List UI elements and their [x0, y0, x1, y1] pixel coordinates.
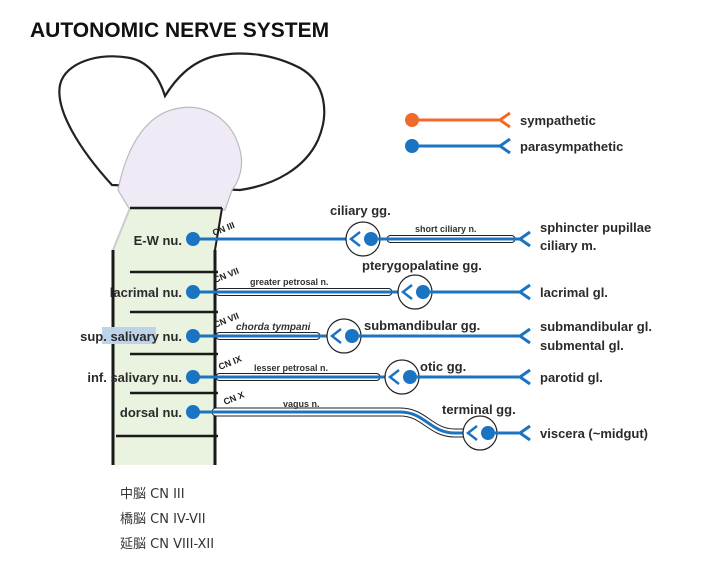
nucleus-ew-label: E-W nu. — [134, 233, 182, 248]
terminal-synapse-fork — [465, 425, 478, 441]
pathway-lacrimal-pterygopalatine: lacrimal nu. CN VII greater petrosal n. … — [110, 258, 608, 310]
legend-sympathetic-label: sympathetic — [520, 113, 596, 128]
cn10-label: CN X — [222, 390, 246, 407]
cn9-label: CN IX — [217, 354, 243, 372]
pterygopalatine-synapse-fork — [400, 284, 413, 300]
nerve-greater-petrosal-label: greater petrosal n. — [250, 277, 329, 287]
target-fork-lacrimal — [517, 283, 531, 301]
nucleus-dorsal-label: dorsal nu. — [120, 405, 182, 420]
target-sphincter-line1: sphincter pupillae — [540, 220, 651, 235]
legend: sympathetic parasympathetic — [405, 111, 623, 155]
pterygopalatine-ganglion-dot — [416, 285, 430, 299]
target-viscera: viscera (~midgut) — [540, 426, 648, 441]
submandibular-ganglion-dot — [345, 329, 359, 343]
nerve-lesser-petrosal-label: lesser petrosal n. — [254, 363, 328, 373]
nerve-vagus-label: vagus n. — [283, 399, 320, 409]
nucleus-lacrimal-label: lacrimal nu. — [110, 285, 182, 300]
nucleus-inf-salivary-label: inf. salivary nu. — [87, 370, 182, 385]
brainstem-right-contour — [214, 207, 223, 251]
legend-parasympathetic-dot — [405, 139, 419, 153]
footnote-pons: 橋脳 CN IV-VII — [120, 512, 206, 527]
nucleus-lacrimal-dot — [186, 285, 200, 299]
text-selection-highlight — [102, 327, 156, 344]
ciliary-synapse-fork — [348, 231, 361, 247]
footnote-medulla: 延脳 CN VIII-XII — [120, 537, 215, 552]
nucleus-inf-salivary-dot — [186, 370, 200, 384]
nucleus-sup-salivary-label: sup. salivary nu. — [80, 329, 182, 344]
pathway-dorsal-terminal: dorsal nu. CN X vagus n. terminal gg. vi… — [120, 390, 648, 451]
target-fork-submandibular — [517, 327, 531, 345]
ganglion-submandibular-label: submandibular gg. — [364, 318, 480, 333]
target-sphincter-line2: ciliary m. — [540, 238, 596, 253]
nucleus-dorsal-dot — [186, 405, 200, 419]
ciliary-ganglion-dot — [364, 232, 378, 246]
pathway-ew-ciliary: E-W nu. CN III ciliary gg. short ciliary… — [134, 203, 651, 257]
target-fork-parotid — [517, 368, 531, 386]
ganglion-pterygopalatine-label: pterygopalatine gg. — [362, 258, 482, 273]
submandibular-synapse-fork — [329, 328, 342, 344]
target-submandibular-line1: submandibular gl. — [540, 319, 652, 334]
midbrain-shape — [117, 106, 243, 211]
legend-parasympathetic-label: parasympathetic — [520, 139, 623, 154]
target-fork-sphincter — [517, 230, 531, 248]
nerve-short-ciliary-label: short ciliary n. — [415, 224, 477, 234]
preganglionic-fiber-cn10 — [193, 410, 478, 435]
pathway-sup-salivary-submandibular: sup. salivary nu. CN VII chorda tympani … — [80, 311, 652, 354]
legend-sympathetic-dot — [405, 113, 419, 127]
otic-ganglion-dot — [403, 370, 417, 384]
ganglion-otic-label: otic gg. — [420, 359, 466, 374]
target-submandibular-line2: submental gl. — [540, 338, 624, 353]
nucleus-sup-salivary-dot — [186, 329, 200, 343]
pathway-inf-salivary-otic: inf. salivary nu. CN IX lesser petrosal … — [87, 354, 603, 395]
terminal-ganglion-dot — [481, 426, 495, 440]
target-fork-viscera — [517, 424, 531, 442]
brainstem-left-contour — [112, 207, 131, 251]
page-title: AUTONOMIC NERVE SYSTEM — [30, 19, 329, 42]
nucleus-ew-dot — [186, 232, 200, 246]
target-parotid-gland: parotid gl. — [540, 370, 603, 385]
ganglion-terminal-label: terminal gg. — [442, 402, 516, 417]
otic-synapse-fork — [387, 369, 400, 385]
ganglion-ciliary-label: ciliary gg. — [330, 203, 391, 218]
legend-parasympathetic-fork — [497, 137, 511, 155]
footnote-midbrain: 中脳 CN III — [120, 487, 185, 502]
target-lacrimal-gland: lacrimal gl. — [540, 285, 608, 300]
nerve-chorda-tympani-label: chorda tympani — [236, 322, 311, 333]
legend-sympathetic-fork — [497, 111, 511, 129]
